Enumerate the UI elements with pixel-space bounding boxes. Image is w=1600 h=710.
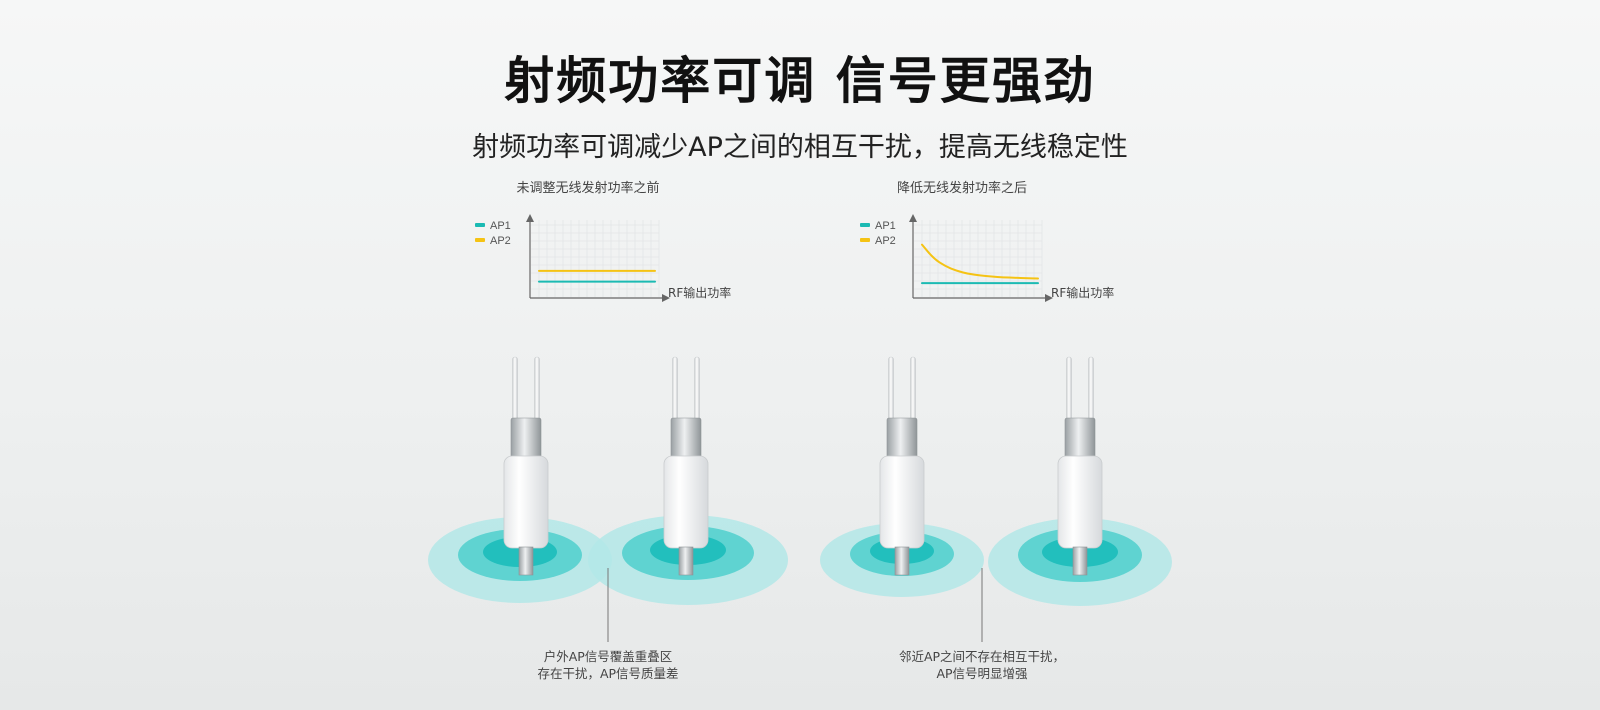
antenna-icon: [1088, 356, 1094, 428]
chart-title-after: 降低无线发射功率之后: [896, 181, 1027, 196]
antenna-icon: [1066, 356, 1072, 428]
pole-icon: [518, 546, 534, 576]
legend-label-ap2: AP2: [490, 235, 511, 247]
ap-body-icon: [663, 455, 709, 549]
legend-swatch-ap2: [475, 238, 485, 242]
x-axis-arrow-icon: [1045, 294, 1053, 302]
page-title: 射频功率可调 信号更强劲: [504, 52, 1096, 110]
antenna-icon: [888, 356, 894, 428]
y-axis-arrow-icon: [909, 214, 917, 222]
antenna-icon: [534, 356, 540, 428]
y-axis-arrow-icon: [526, 214, 534, 222]
ap-devices: [503, 356, 1103, 576]
legend-label-ap1: AP1: [875, 220, 896, 232]
annotation-line: 户外AP信号覆盖重叠区: [543, 649, 673, 664]
chart-before: AP1 AP2 RF输出功率: [475, 214, 731, 302]
mount-bracket-icon: [510, 417, 542, 461]
chart-series-group: [921, 243, 1039, 285]
mount-bracket-icon: [1064, 417, 1096, 461]
chart-series-group: [538, 269, 656, 283]
chart-after: AP1 AP2 RF输出功率: [860, 214, 1114, 302]
access-point-4: [1057, 356, 1103, 576]
legend-label-ap2: AP2: [875, 235, 896, 247]
mount-bracket-icon: [886, 417, 918, 461]
annotation-no-interference: 邻近AP之间不存在相互干扰， AP信号明显增强: [832, 648, 1132, 682]
antenna-icon: [672, 356, 678, 428]
x-axis-arrow-icon: [662, 294, 670, 302]
annotation-line: 存在干扰，AP信号质量差: [537, 666, 679, 681]
legend-swatch-ap1: [475, 223, 485, 227]
mount-bracket-icon: [670, 417, 702, 461]
ap-body-icon: [1057, 455, 1103, 549]
annotation-overlap: 户外AP信号覆盖重叠区 存在干扰，AP信号质量差: [458, 648, 758, 682]
chart-grid: [531, 220, 660, 297]
annotation-line: 邻近AP之间不存在相互干扰，: [898, 649, 1066, 664]
chart-grid: [914, 220, 1043, 297]
legend-swatch-ap2: [860, 238, 870, 242]
legend-swatch-ap1: [860, 223, 870, 227]
antenna-icon: [512, 356, 518, 428]
x-axis-label: RF输出功率: [1051, 285, 1114, 300]
antenna-icon: [694, 356, 700, 428]
ap-body-icon: [503, 455, 549, 549]
legend-label-ap1: AP1: [490, 220, 511, 232]
access-point-1: [503, 356, 549, 576]
pole-icon: [894, 546, 910, 576]
antenna-icon: [910, 356, 916, 428]
chart-title-before: 未调整无线发射功率之前: [516, 181, 660, 196]
ap-body-icon: [879, 455, 925, 549]
pole-icon: [678, 546, 694, 576]
access-point-2: [663, 356, 709, 576]
access-point-3: [879, 356, 925, 576]
series-line-ap2: [921, 243, 1039, 280]
x-axis-label: RF输出功率: [668, 285, 731, 300]
annotation-line: AP信号明显增强: [936, 666, 1028, 681]
page-subtitle: 射频功率可调减少AP之间的相互干扰，提高无线稳定性: [472, 132, 1128, 163]
pole-icon: [1072, 546, 1088, 576]
